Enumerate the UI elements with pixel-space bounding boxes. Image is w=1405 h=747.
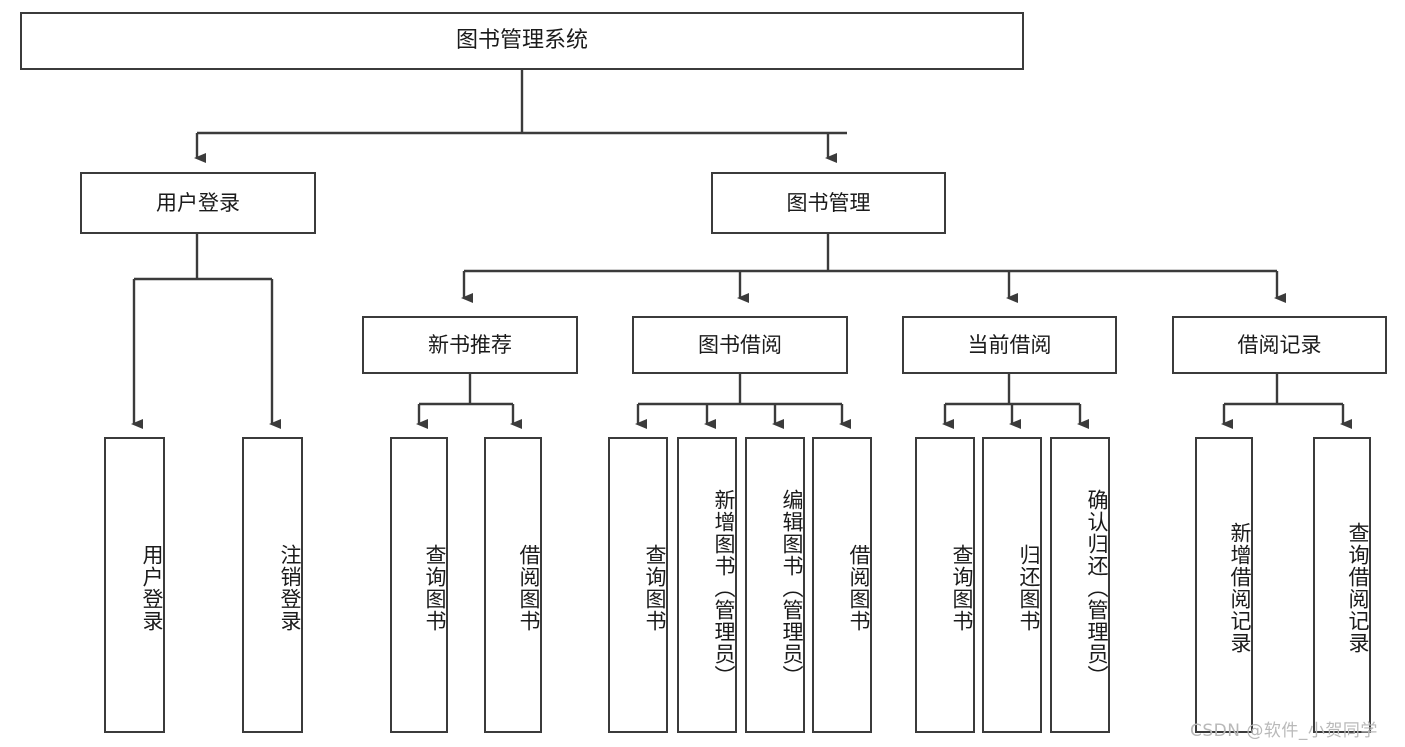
node-new-book-recommend[interactable]: 新书推荐 — [362, 316, 578, 374]
node-leaf-query-book-3[interactable]: 查询图书 — [915, 437, 975, 733]
node-label: 借阅图书 — [517, 544, 541, 632]
node-leaf-logout[interactable]: 注销登录 — [242, 437, 303, 733]
node-label: 图书借阅 — [698, 332, 782, 357]
node-label: 用户登录 — [156, 190, 240, 215]
node-leaf-borrow-book-2[interactable]: 借阅图书 — [812, 437, 872, 733]
node-label: 查询图书 — [950, 544, 974, 632]
node-leaf-user-login[interactable]: 用户登录 — [104, 437, 165, 733]
node-label: 借阅图书 — [847, 544, 871, 632]
node-root-system[interactable]: 图书管理系统 — [20, 12, 1024, 70]
node-leaf-return-book[interactable]: 归还图书 — [982, 437, 1042, 733]
node-label: 借阅记录 — [1237, 332, 1322, 357]
node-leaf-query-book-2[interactable]: 查询图书 — [608, 437, 668, 733]
node-label: 注销登录 — [278, 544, 302, 632]
node-leaf-query-borrow-record[interactable]: 查询借阅记录 — [1313, 437, 1371, 733]
node-book-management[interactable]: 图书管理 — [711, 172, 946, 234]
watermark: CSDN @软件_小贺同学 — [1190, 721, 1378, 741]
node-borrow-records[interactable]: 借阅记录 — [1172, 316, 1387, 374]
node-user-login[interactable]: 用户登录 — [80, 172, 316, 234]
node-label: 用户登录 — [140, 544, 164, 632]
node-label: 确认归还（管理员） — [1085, 489, 1109, 687]
node-leaf-borrow-book-1[interactable]: 借阅图书 — [484, 437, 542, 733]
node-leaf-add-borrow-record[interactable]: 新增借阅记录 — [1195, 437, 1253, 733]
node-current-borrow[interactable]: 当前借阅 — [902, 316, 1117, 374]
node-leaf-add-book-admin[interactable]: 新增图书（管理员） — [677, 437, 737, 733]
node-label: 查询借阅记录 — [1346, 522, 1370, 654]
node-leaf-confirm-return-admin[interactable]: 确认归还（管理员） — [1050, 437, 1110, 733]
node-label: 查询图书 — [423, 544, 447, 632]
node-label: 图书管理系统 — [455, 28, 588, 54]
node-label: 新增图书（管理员） — [712, 489, 736, 687]
node-label: 图书管理 — [786, 190, 871, 215]
node-leaf-query-book-1[interactable]: 查询图书 — [390, 437, 448, 733]
node-book-borrow[interactable]: 图书借阅 — [632, 316, 848, 374]
node-label: 归还图书 — [1017, 544, 1041, 632]
node-label: 新增借阅记录 — [1228, 522, 1252, 654]
node-label: 当前借阅 — [967, 332, 1052, 357]
node-label: 新书推荐 — [428, 332, 512, 357]
node-leaf-edit-book-admin[interactable]: 编辑图书（管理员） — [745, 437, 805, 733]
node-label: 编辑图书（管理员） — [780, 489, 804, 687]
node-label: 查询图书 — [643, 544, 667, 632]
